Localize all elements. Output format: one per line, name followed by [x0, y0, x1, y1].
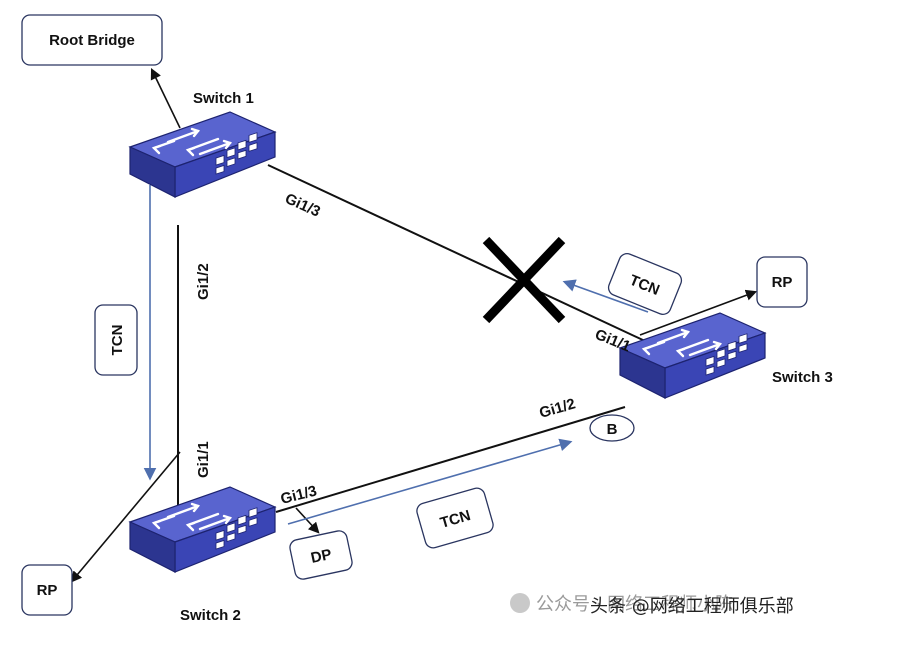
- port-label-sw1-gi1-2: Gi1/2: [195, 263, 212, 300]
- dp-label: DP: [309, 546, 333, 567]
- rp-box-right: RP: [756, 256, 808, 308]
- dp-box: DP: [289, 530, 353, 580]
- tcn-arrow-to-sw3: [287, 438, 573, 525]
- port-role-arrows: [70, 67, 758, 583]
- switch-1-label: Switch 1: [193, 90, 254, 107]
- blocked-port-cross: [482, 236, 566, 324]
- link-sw2-sw3: [275, 406, 626, 513]
- switch-2-icon: [128, 485, 277, 574]
- tcn-left-label: TCN: [109, 325, 126, 356]
- switch-3-icon: [618, 311, 767, 400]
- blocked-label: B: [607, 421, 618, 438]
- port-label-sw2-gi1-3: Gi1/3: [279, 483, 319, 508]
- port-label-sw3-gi1-2: Gi1/2: [537, 395, 577, 421]
- watermark: 公众号 · 网络工程师小陈 头条 @网络工程师俱乐部: [510, 593, 794, 617]
- switch-3-label: Switch 3: [772, 369, 833, 386]
- rp-right-label: RP: [772, 274, 793, 291]
- blocked-marker: B: [589, 414, 635, 442]
- port-label-sw2-gi1-1: Gi1/1: [195, 441, 212, 478]
- link-sw1-sw3: [267, 164, 661, 349]
- arrow-to-dp: [295, 507, 320, 534]
- rp-left-label: RP: [37, 582, 58, 599]
- watermark-main: 头条 @网络工程师俱乐部: [590, 596, 794, 617]
- wechat-icon: [510, 593, 530, 613]
- arrow-to-root-bridge: [150, 67, 181, 129]
- watermark-prefix: 公众号 · 网络工程师小陈: [536, 594, 733, 615]
- rp-box-left: RP: [21, 564, 73, 616]
- tcn-box-left: TCN: [94, 304, 138, 376]
- tcn-arrows: [143, 185, 649, 525]
- root-bridge-label: Root Bridge: [49, 32, 135, 49]
- root-bridge-box: Root Bridge: [21, 14, 163, 66]
- tcn-box-bottom: TCN: [416, 487, 494, 549]
- port-label-sw3-gi1-1: Gi1/1: [593, 326, 633, 356]
- arrow-to-rp-left: [70, 451, 181, 583]
- switch-1-icon: [128, 110, 277, 199]
- tcn-box-top-right: TCN: [607, 253, 683, 315]
- tcn-arrow-to-sw1: [562, 279, 649, 313]
- arrow-to-rp-right: [639, 289, 758, 336]
- links: [177, 164, 661, 513]
- port-label-sw1-gi1-3: Gi1/3: [282, 190, 322, 220]
- switch-2-label: Switch 2: [180, 607, 241, 624]
